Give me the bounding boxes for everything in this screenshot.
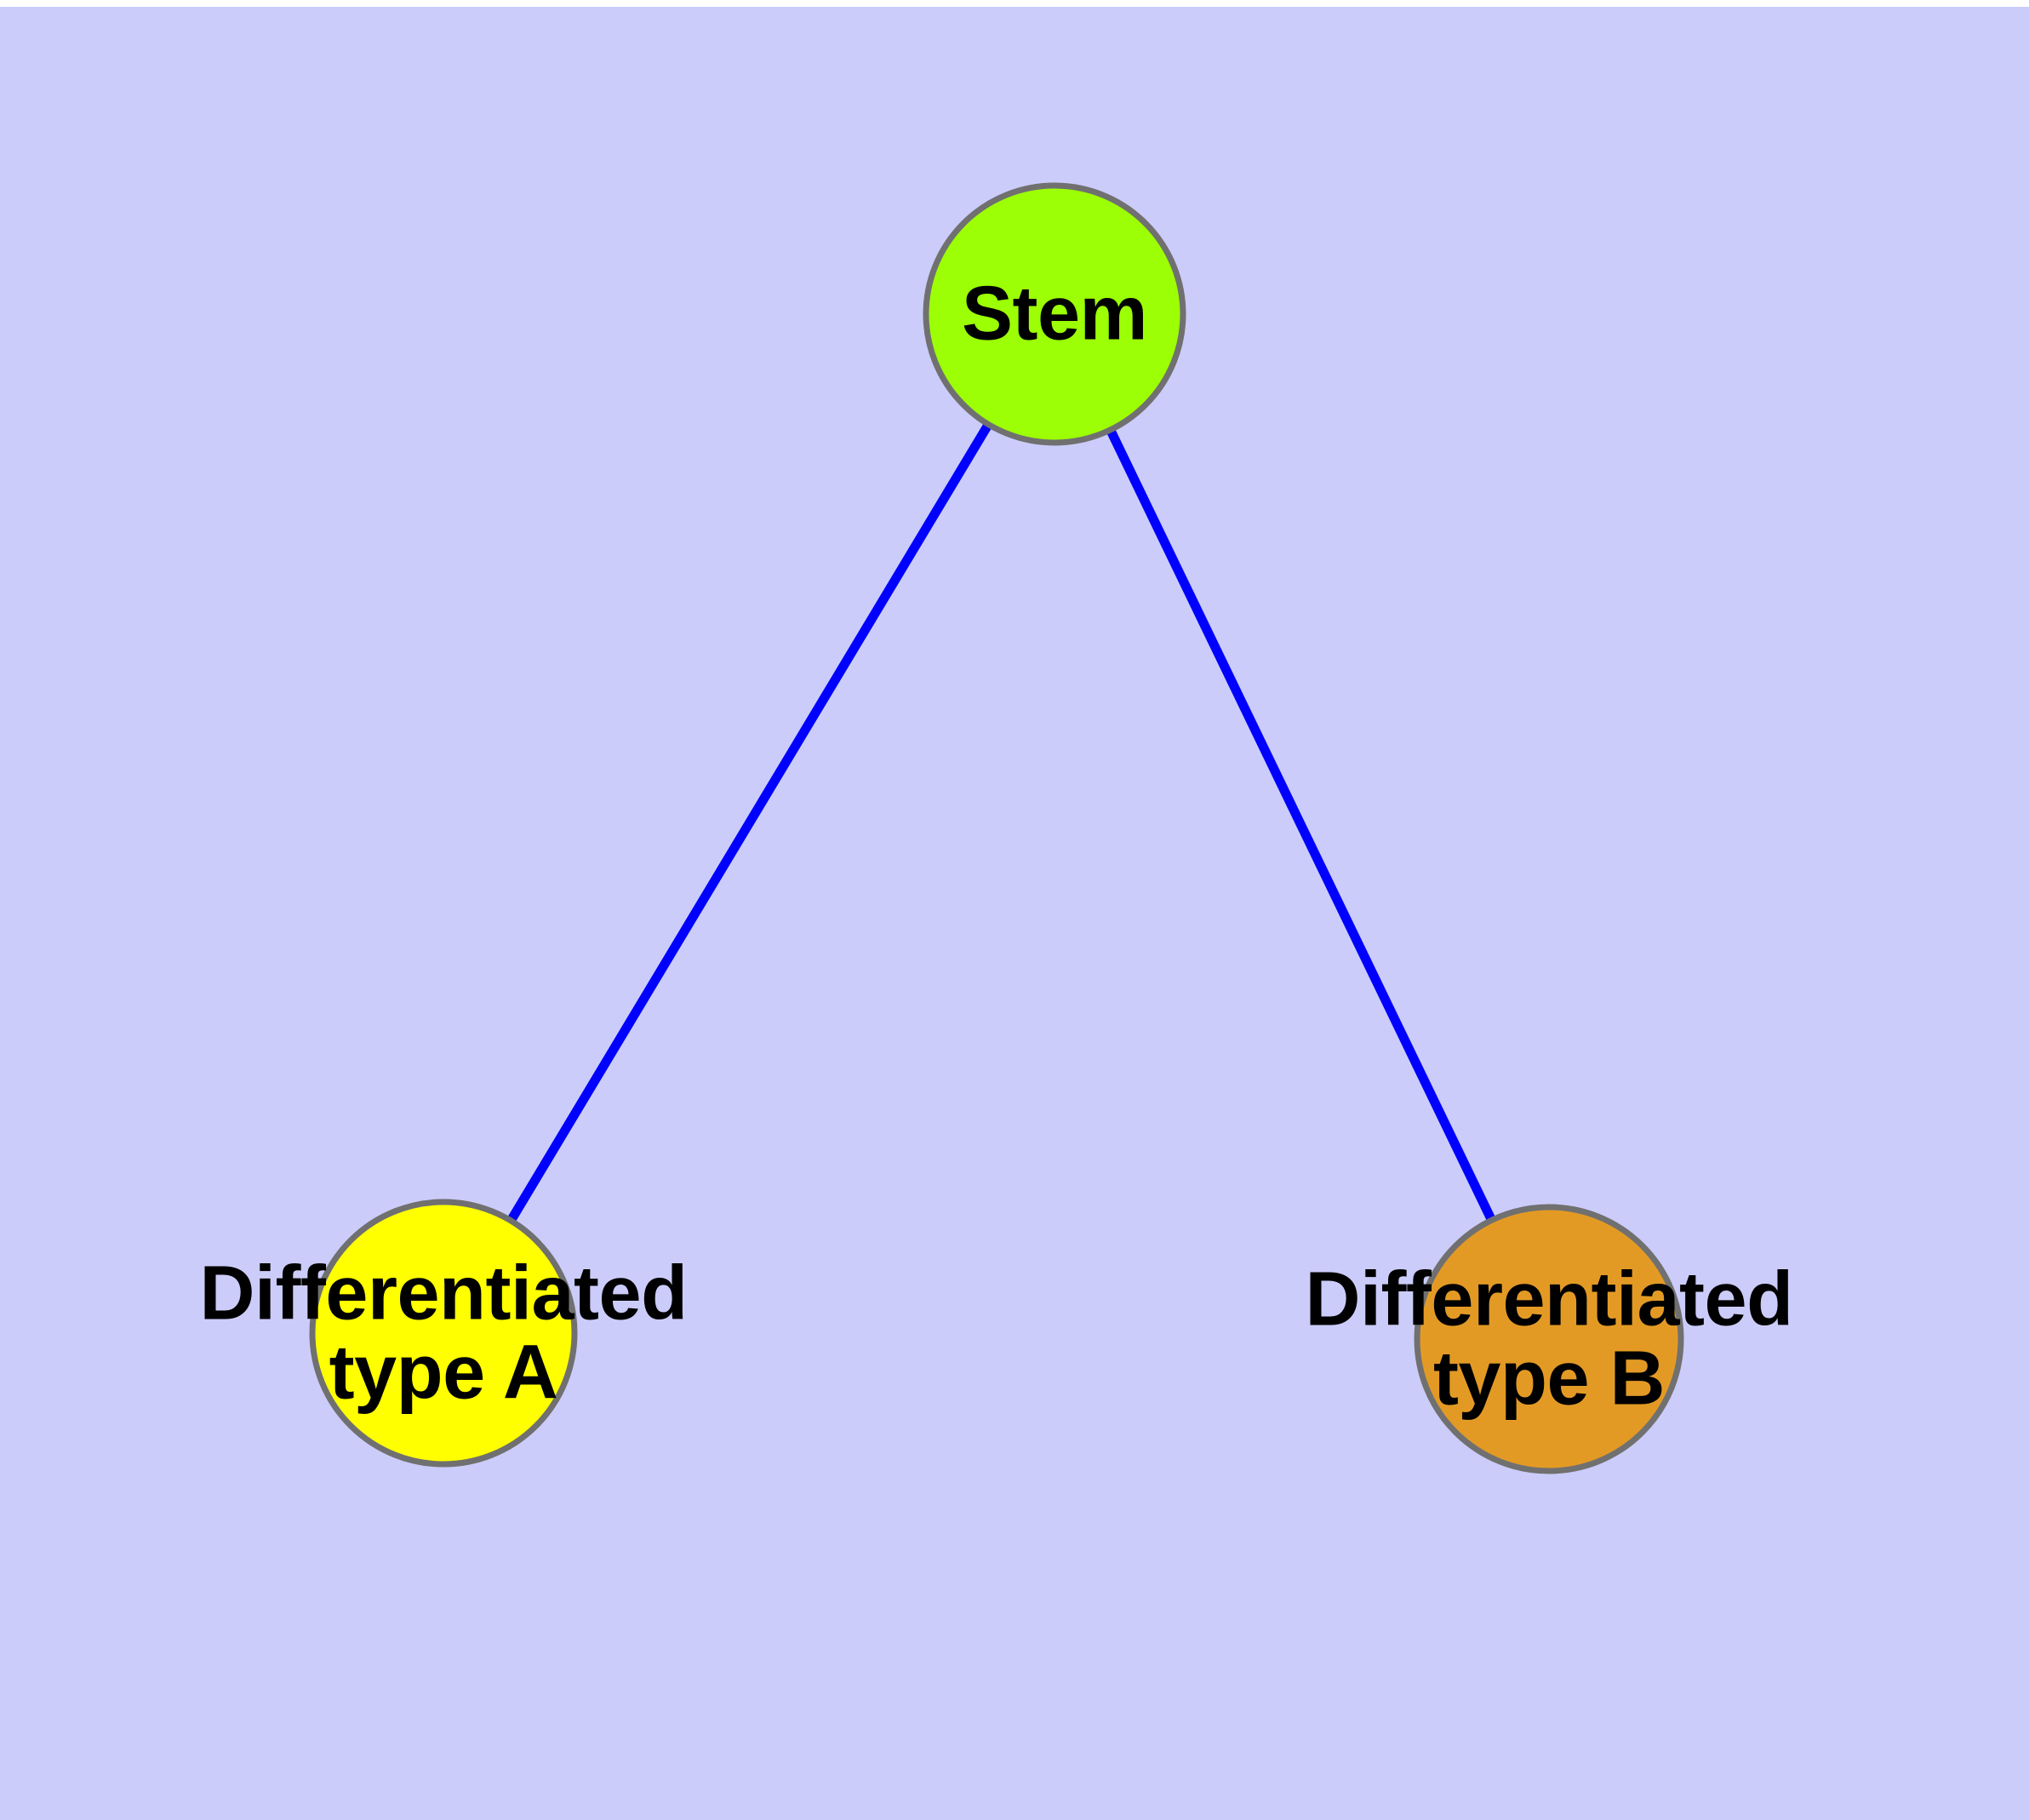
nodes-group (309, 182, 1684, 1474)
edge-stem-diff-b[interactable] (1050, 312, 1553, 1342)
graph-svg (309, 182, 1684, 1474)
node-circle-diff_b[interactable] (1414, 1204, 1684, 1474)
node-circle-stem[interactable] (923, 182, 1186, 446)
edge-stem-diff-a[interactable] (439, 312, 1059, 1336)
edges-group (439, 312, 1553, 1342)
node-circle-diff_a[interactable] (309, 1199, 578, 1468)
